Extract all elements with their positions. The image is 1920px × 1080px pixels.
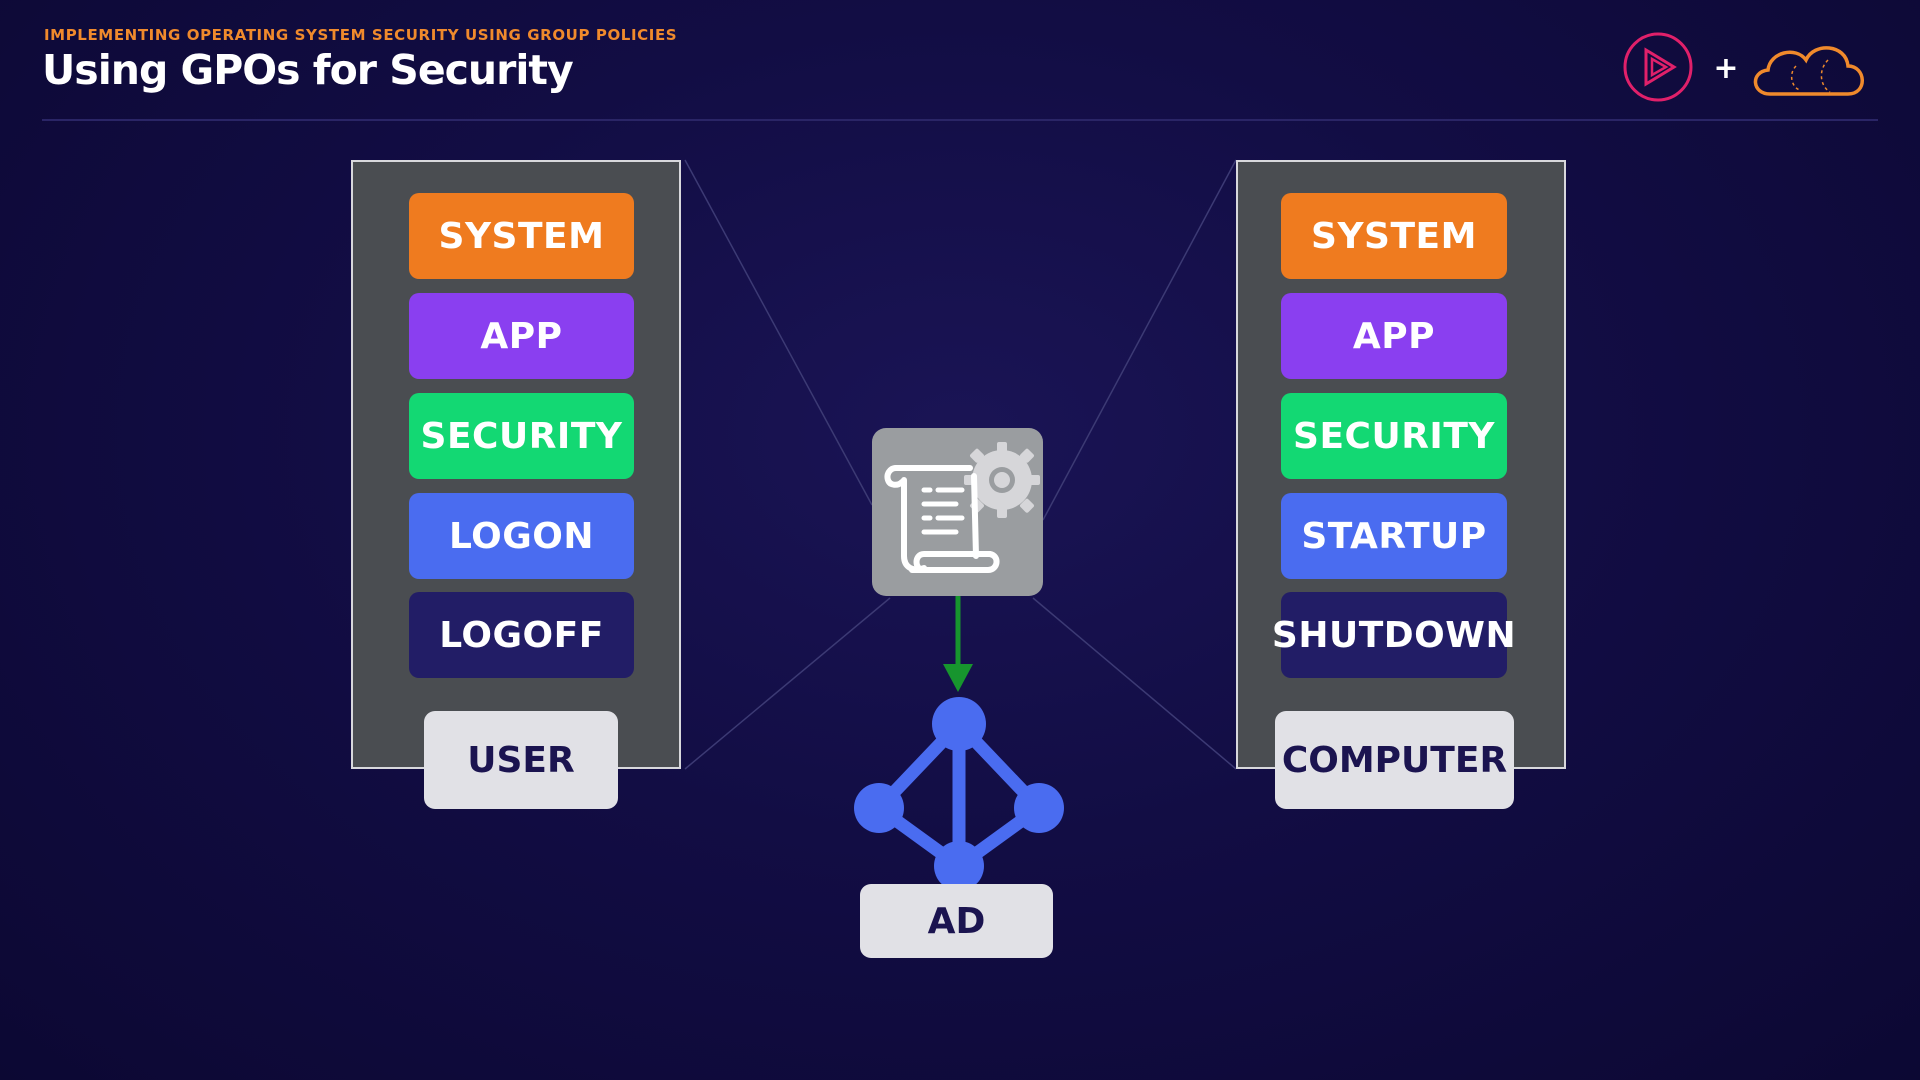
user-logoff-tile: LOGOFF <box>409 592 634 678</box>
down-arrow-icon <box>943 596 973 692</box>
computer-app-tile: APP <box>1281 293 1507 379</box>
section-kicker: IMPLEMENTING OPERATING SYSTEM SECURITY U… <box>44 26 678 44</box>
computer-shutdown-tile: SHUTDOWN <box>1272 592 1516 678</box>
user-system-tile: SYSTEM <box>409 193 634 279</box>
computer-security-tile: SECURITY <box>1281 393 1507 479</box>
user-tag: USER <box>424 711 618 809</box>
computer-tag: COMPUTER <box>1275 711 1514 809</box>
brand-logos: + <box>1620 30 1880 110</box>
plus-sign: + <box>1713 51 1738 86</box>
computer-system-tile: SYSTEM <box>1281 193 1507 279</box>
network-tree-icon <box>854 697 1064 890</box>
play-logo-icon <box>1623 32 1693 102</box>
header-divider <box>42 119 1878 121</box>
cloud-logo-icon <box>1753 46 1864 96</box>
user-logon-tile: LOGON <box>409 493 634 579</box>
gpo-box <box>872 428 1043 596</box>
ad-tag: AD <box>860 884 1053 958</box>
scroll-gear-icon <box>884 442 1040 573</box>
user-app-tile: APP <box>409 293 634 379</box>
computer-startup-tile: STARTUP <box>1281 493 1507 579</box>
page-title: Using GPOs for Security <box>42 46 574 94</box>
user-security-tile: SECURITY <box>409 393 634 479</box>
